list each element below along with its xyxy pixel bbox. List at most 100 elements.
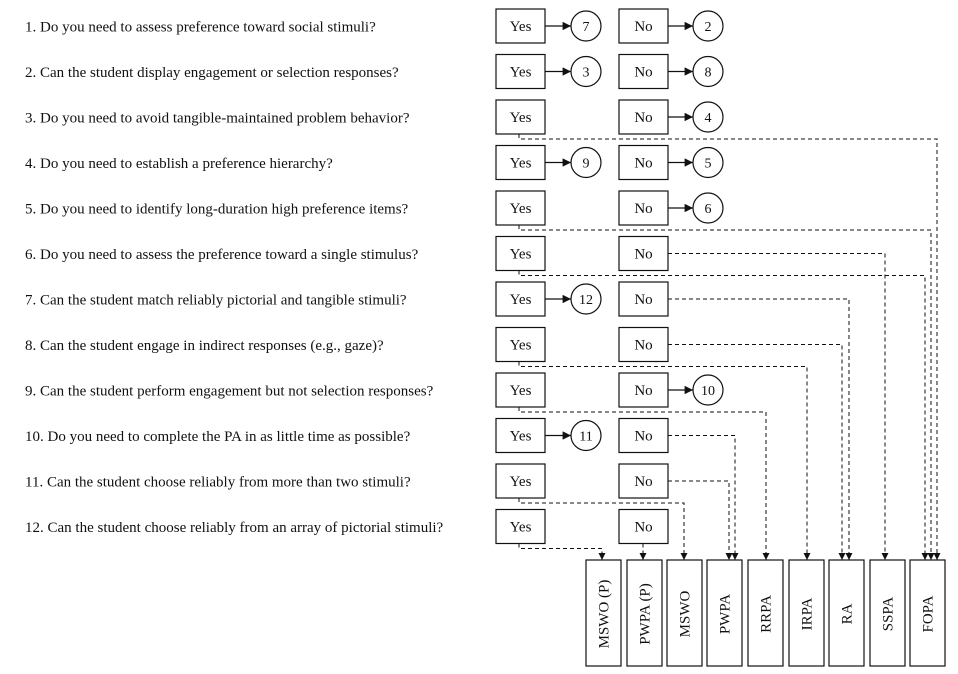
outcome-rect xyxy=(747,559,784,667)
connector-line xyxy=(518,225,935,560)
outcome-rect xyxy=(909,559,946,667)
outcome-rect xyxy=(626,559,663,667)
yes-box xyxy=(495,190,546,226)
no-box xyxy=(618,8,669,44)
yes-box xyxy=(495,99,546,135)
no-label: No xyxy=(634,65,652,81)
yes-box xyxy=(495,326,546,363)
yes-box xyxy=(495,508,546,545)
goto-circle xyxy=(570,55,602,88)
question-text: 7. Can the student match reliably pictor… xyxy=(25,293,407,309)
outcome-rect xyxy=(788,559,825,667)
question-row: 4. Do you need to establish a preference… xyxy=(25,144,724,181)
no-box xyxy=(618,281,669,317)
no-box xyxy=(618,417,669,454)
outcome-rect xyxy=(828,559,865,667)
question-text: 4. Do you need to establish a preference… xyxy=(25,156,333,172)
yes-box xyxy=(495,372,546,408)
goto-number: 8 xyxy=(705,66,712,81)
goto-number: 6 xyxy=(705,202,712,217)
goto-circle xyxy=(692,55,724,88)
connector-line xyxy=(668,298,853,560)
question-row: 3. Do you need to avoid tangible-maintai… xyxy=(25,99,724,135)
question-row: 11. Can the student choose reliably from… xyxy=(25,463,669,499)
yes-label: Yes xyxy=(510,19,532,35)
no-label: No xyxy=(634,338,652,354)
outcome-box: MSWO xyxy=(666,559,703,667)
connector-line xyxy=(518,543,606,560)
yes-box xyxy=(495,144,546,181)
yes-label: Yes xyxy=(510,520,532,536)
no-label: No xyxy=(634,292,652,308)
goto-circle xyxy=(570,283,602,315)
question-text: 10. Do you need to complete the PA in as… xyxy=(25,429,411,445)
no-label: No xyxy=(634,520,652,536)
outcome-box: MSWO (P) xyxy=(585,559,622,667)
question-rows: 1. Do you need to assess preference towa… xyxy=(25,8,724,545)
no-box xyxy=(618,190,669,226)
yes-label: Yes xyxy=(510,156,532,172)
goto-circle xyxy=(692,146,724,179)
question-row: 6. Do you need to assess the preference … xyxy=(25,235,669,272)
no-label: No xyxy=(634,201,652,217)
goto-circle xyxy=(570,146,602,179)
no-label: No xyxy=(634,110,652,126)
no-box xyxy=(618,53,669,90)
outcome-rect xyxy=(585,559,622,667)
goto-number: 4 xyxy=(705,111,712,126)
no-box xyxy=(618,99,669,135)
yes-box xyxy=(495,463,546,499)
yes-label: Yes xyxy=(510,201,532,217)
goto-circle xyxy=(692,192,724,224)
yes-label: Yes xyxy=(510,247,532,263)
outcome-rect xyxy=(869,559,906,667)
outcome-rect xyxy=(706,559,743,667)
question-text: 9. Can the student perform engagement bu… xyxy=(25,384,434,400)
yes-box xyxy=(495,235,546,272)
yes-box xyxy=(495,53,546,90)
no-box xyxy=(618,144,669,181)
yes-label: Yes xyxy=(510,65,532,81)
yes-box xyxy=(495,8,546,44)
question-row: 2. Can the student display engagement or… xyxy=(25,53,724,90)
no-label: No xyxy=(634,247,652,263)
goto-circle xyxy=(692,10,724,42)
yes-label: Yes xyxy=(510,292,532,308)
question-row: 5. Do you need to identify long-duration… xyxy=(25,190,724,226)
question-text: 6. Do you need to assess the preference … xyxy=(25,247,419,263)
question-text: 3. Do you need to avoid tangible-maintai… xyxy=(25,111,410,127)
connection-lines xyxy=(518,134,941,560)
outcome-label: RRPA xyxy=(759,595,775,633)
goto-circle xyxy=(692,101,724,133)
question-row: 8. Can the student engage in indirect re… xyxy=(25,326,669,363)
question-row: 1. Do you need to assess preference towa… xyxy=(25,8,724,44)
question-text: 5. Do you need to identify long-duration… xyxy=(25,202,409,218)
question-text: 1. Do you need to assess preference towa… xyxy=(25,20,376,36)
goto-number: 9 xyxy=(583,157,590,172)
question-row: 10. Do you need to complete the PA in as… xyxy=(25,417,669,454)
outcome-label: FOPA xyxy=(921,595,937,632)
question-text: 8. Can the student engage in indirect re… xyxy=(25,338,384,354)
question-text: 2. Can the student display engagement or… xyxy=(25,65,399,81)
outcome-label: SSPA xyxy=(881,597,897,632)
outcome-label: IRPA xyxy=(800,597,816,630)
goto-number: 2 xyxy=(705,20,712,35)
outcome-box: PWPA (P) xyxy=(626,559,663,667)
goto-number: 11 xyxy=(579,430,592,445)
question-row: 7. Can the student match reliably pictor… xyxy=(25,281,669,317)
yes-label: Yes xyxy=(510,110,532,126)
connector-line xyxy=(668,480,733,560)
goto-number: 12 xyxy=(579,293,593,308)
yes-label: Yes xyxy=(510,474,532,490)
question-text: 12. Can the student choose reliably from… xyxy=(25,520,444,536)
connector-line xyxy=(668,253,889,560)
no-label: No xyxy=(634,429,652,445)
yes-label: Yes xyxy=(510,338,532,354)
goto-number: 7 xyxy=(583,20,590,35)
outcome-label: PWPA (P) xyxy=(638,583,654,645)
yes-label: Yes xyxy=(510,429,532,445)
goto-number: 10 xyxy=(701,384,715,399)
outcome-label: PWPA xyxy=(718,594,734,634)
